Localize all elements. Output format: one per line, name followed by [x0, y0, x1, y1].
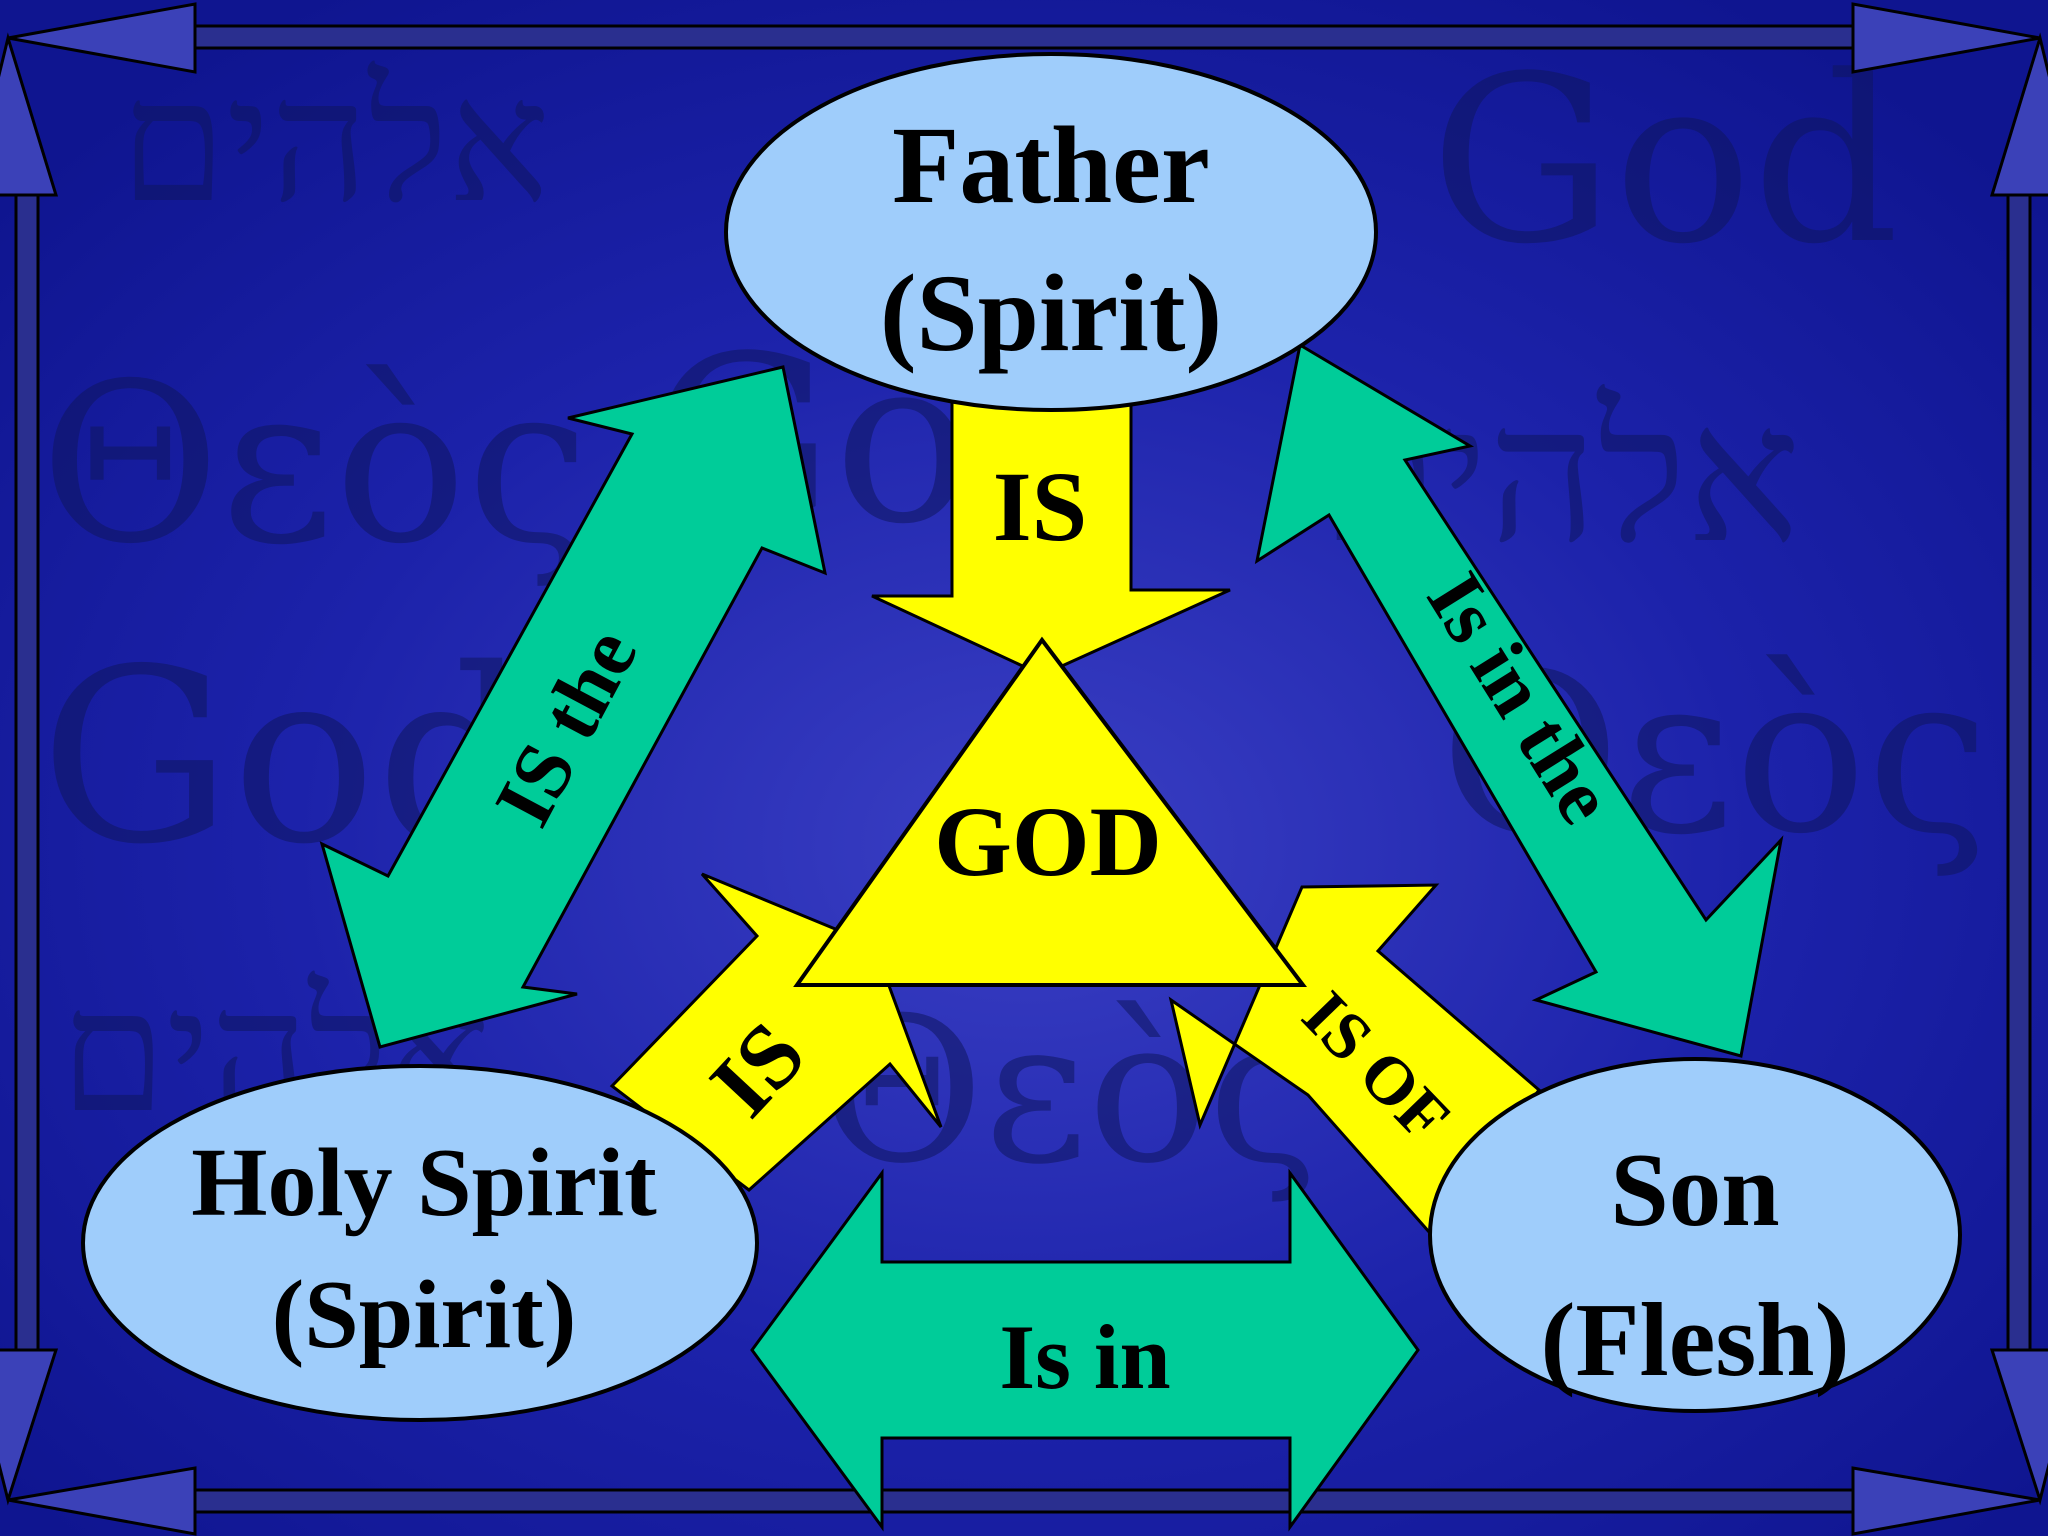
corner-arrow-icon — [1851, 2, 2041, 74]
node-holy-spirit: Holy Spirit (Spirit) — [81, 1064, 759, 1422]
node-son-shape — [1428, 1057, 1962, 1413]
corner-arrow-icon — [0, 32, 59, 197]
corner-arrow-icon — [1851, 1466, 2041, 1536]
corner-arrow-icon — [0, 1348, 59, 1506]
arrow-father-son — [1254, 342, 1784, 1058]
bg-glyph: God — [1430, 28, 1899, 295]
frame-bar-bottom — [148, 1488, 1900, 1514]
god-label: GOD — [934, 786, 1162, 897]
label-holy-spirit-son: Is in — [999, 1306, 1170, 1408]
frame-bar-right — [2006, 188, 2032, 1352]
node-holy-spirit-line2: (Spirit) — [272, 1261, 577, 1369]
corner-arrow-icon — [1989, 1348, 2048, 1506]
node-father: Father (Spirit) — [724, 52, 1378, 412]
bg-glyph: אלהים — [120, 43, 550, 241]
corner-arrow-icon — [1989, 32, 2048, 197]
node-son-line2: (Flesh) — [1540, 1281, 1849, 1398]
frame-bar-left — [14, 188, 40, 1352]
bg-glyph: Θεὸς — [40, 336, 590, 592]
node-father-line1: Father — [892, 104, 1210, 226]
corner-arrow-icon — [7, 2, 197, 74]
arrow-father-to-god — [871, 378, 1231, 677]
frame-bar-top — [148, 24, 1900, 50]
node-father-shape — [724, 52, 1378, 412]
god-triangle — [793, 636, 1308, 987]
node-holy-spirit-line1: Holy Spirit — [191, 1129, 657, 1237]
node-father-line2: (Spirit) — [880, 252, 1222, 374]
corner-arrow-icon — [7, 1466, 197, 1536]
label-father-to-god: IS — [993, 451, 1088, 562]
arrow-father-holy-spirit — [319, 365, 828, 1049]
teal-arrows — [319, 342, 1784, 1532]
arrow-holy-spirit-son — [750, 1168, 1420, 1532]
bg-glyph: Θεὸς — [820, 975, 1320, 1208]
node-holy-spirit-shape — [81, 1064, 759, 1422]
node-son-line1: Son — [1610, 1131, 1779, 1248]
node-son: Son (Flesh) — [1428, 1057, 1962, 1413]
